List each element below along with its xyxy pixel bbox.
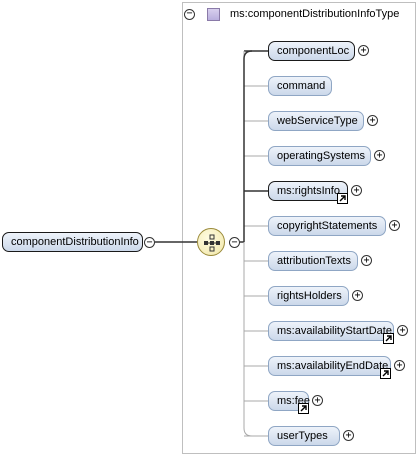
complex-type-icon [207,7,220,21]
child-element-attributiontexts[interactable]: attributionTexts [268,251,358,271]
child-element-command[interactable]: command [268,76,332,96]
expand-icon[interactable]: + [358,45,369,56]
child-element-copyrightstatements[interactable]: copyrightStatements [268,216,386,236]
reference-arrow-icon [383,333,394,344]
expand-icon[interactable]: + [394,360,405,371]
child-element-webservicetype[interactable]: webServiceType [268,111,364,131]
expand-icon[interactable]: + [312,395,323,406]
sequence-compositor-icon [204,234,220,252]
reference-arrow-icon [298,403,309,414]
child-element-ms-availabilitystartdate[interactable]: ms:availabilityStartDate [268,321,394,341]
sequence-compositor[interactable] [197,228,225,256]
type-name: ms:componentDistributionInfoType [230,8,400,20]
expand-icon[interactable]: + [397,325,408,336]
child-element-componentloc[interactable]: componentLoc [268,41,355,61]
child-element-rightsholders[interactable]: rightsHolders [268,286,349,306]
type-collapse-icon[interactable]: − [184,8,195,20]
reference-arrow-icon [337,193,348,204]
child-element-usertypes[interactable]: userTypes [268,426,340,446]
root-collapse-icon[interactable]: − [144,237,155,248]
expand-icon[interactable]: + [361,255,372,266]
child-element-ms-rightsinfo[interactable]: ms:rightsInfo [268,181,348,201]
expand-icon[interactable]: + [367,115,378,126]
child-element-ms-availabilityenddate[interactable]: ms:availabilityEndDate [268,356,391,376]
expand-icon[interactable]: + [374,150,385,161]
expand-icon[interactable]: + [389,220,400,231]
type-header: − ms:componentDistributionInfoType [184,5,399,23]
root-element[interactable]: componentDistributionInfo [2,232,143,252]
sequence-collapse-icon[interactable]: − [229,237,240,248]
child-element-operatingsystems[interactable]: operatingSystems [268,146,371,166]
mandatory-bus [243,50,253,242]
reference-arrow-icon [380,368,391,379]
sequence-bus [243,51,253,437]
expand-icon[interactable]: + [352,290,363,301]
expand-icon[interactable]: + [343,430,354,441]
expand-icon[interactable]: + [351,185,362,196]
